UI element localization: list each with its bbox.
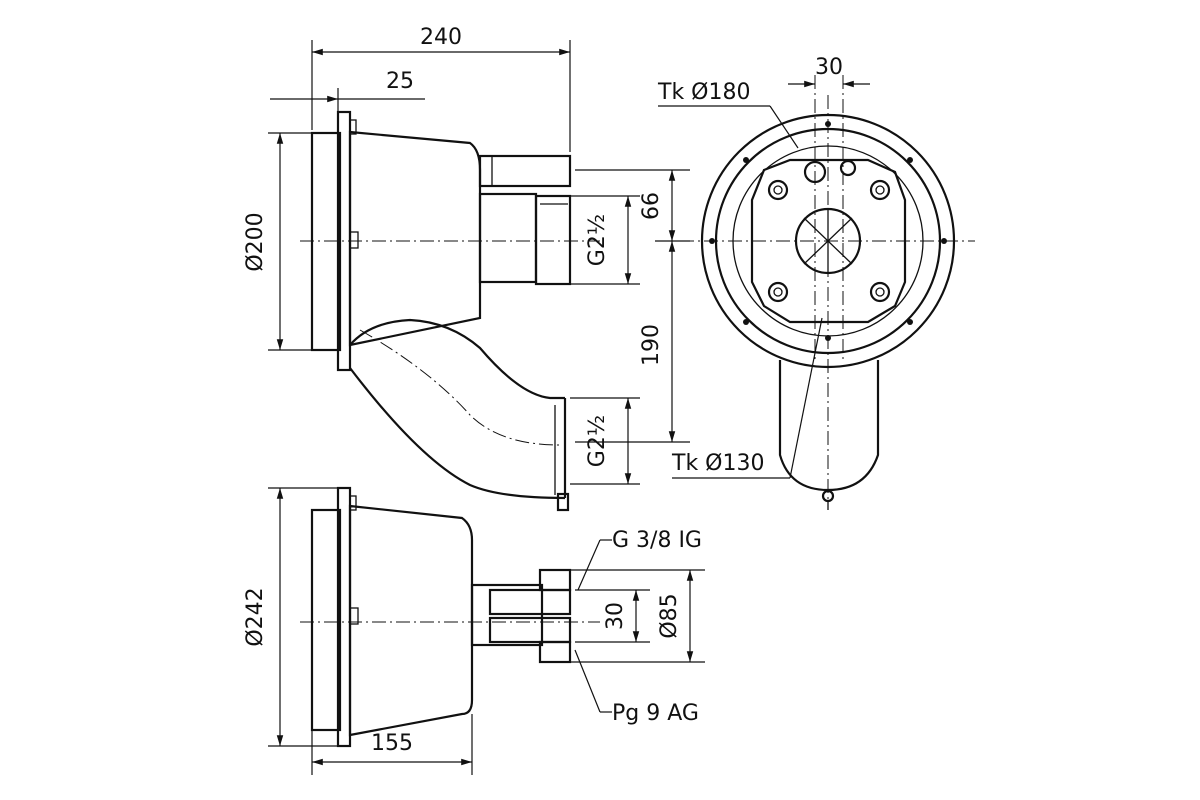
- dim-diameter-200: Ø200: [243, 212, 268, 271]
- dim-240: 240: [420, 25, 462, 50]
- bottom-body: [348, 504, 474, 737]
- label-tk-180: Tk Ø180: [657, 80, 750, 105]
- dim-port-30: 30: [603, 602, 628, 630]
- nozzle-nut: [534, 194, 572, 286]
- dim-thread-upper: G2½: [585, 214, 610, 266]
- bottom-flange: [310, 508, 342, 732]
- elbow-bottom: [349, 367, 566, 500]
- dim-hole-spacing-30: 30: [815, 55, 843, 80]
- outlet-projection: [778, 360, 880, 492]
- nozzle-neck: [478, 192, 538, 284]
- label-tk-130: Tk Ø130: [671, 451, 764, 476]
- callout-g38-ig: G 3/8 IG: [612, 528, 702, 553]
- dim-diameter-85: Ø85: [657, 593, 682, 638]
- dim-thread-lower: G2½: [585, 415, 610, 467]
- dim-diameter-242: Ø242: [243, 587, 268, 646]
- callout-pg9-ag: Pg 9 AG: [612, 701, 699, 726]
- mounting-plate: [750, 158, 907, 324]
- dim-155: 155: [371, 731, 413, 756]
- side-body: [348, 130, 482, 347]
- side-view: [300, 110, 600, 512]
- upper-stub: [478, 154, 572, 188]
- dim-190: 190: [639, 324, 664, 366]
- dim-66: 66: [639, 192, 664, 220]
- elbow-top: [349, 318, 565, 400]
- dimension-lines: [268, 40, 870, 775]
- dim-25: 25: [386, 69, 414, 94]
- front-view: [680, 75, 975, 510]
- bottom-view: [300, 486, 600, 748]
